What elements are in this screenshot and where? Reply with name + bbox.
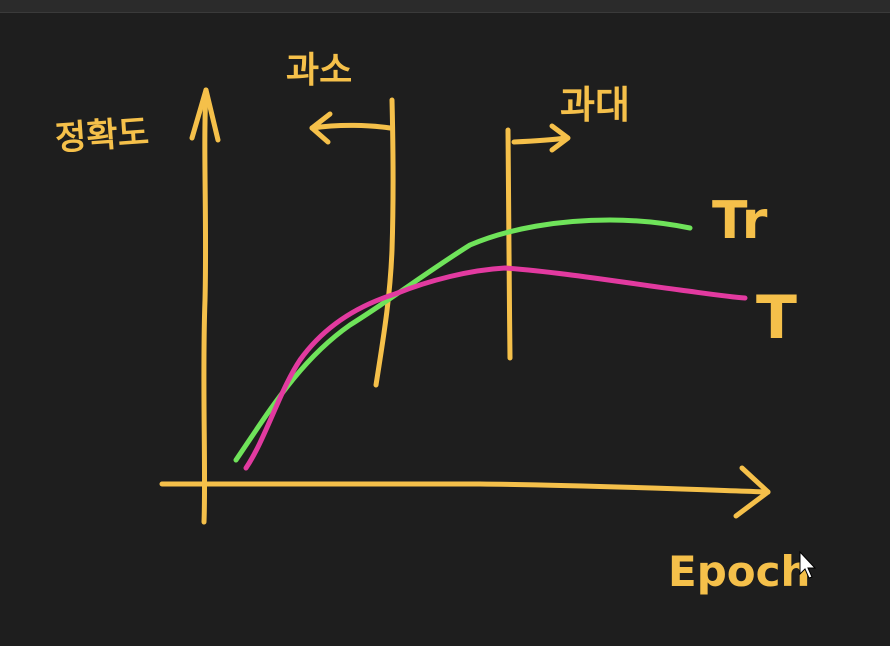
- underfit-arrowhead: [309, 111, 333, 145]
- y-axis-label: 정확도: [54, 113, 150, 159]
- underfit-boundary-line: [373, 97, 396, 388]
- x-axis-arrowhead: [733, 465, 771, 519]
- train-curve-label: Tr: [712, 191, 768, 251]
- y-axis-arrowhead: [189, 87, 221, 143]
- underfit-label: 과소: [286, 50, 352, 91]
- test-curve-label: T: [756, 283, 797, 353]
- y-axis-line: [201, 87, 209, 525]
- test-accuracy-curve: [243, 265, 748, 471]
- underfit-arrow: [309, 122, 393, 131]
- overfit-arrow: [511, 135, 569, 145]
- x-axis-label: Epoch: [668, 547, 810, 596]
- train-accuracy-curve: [233, 217, 693, 463]
- mouse-cursor-icon: [799, 550, 817, 579]
- window-top-bar: [0, 0, 890, 13]
- overfit-boundary-line: [505, 127, 513, 361]
- x-axis-line: [159, 481, 771, 495]
- overfit-arrowhead: [549, 123, 571, 153]
- overfit-label: 과대: [560, 83, 630, 127]
